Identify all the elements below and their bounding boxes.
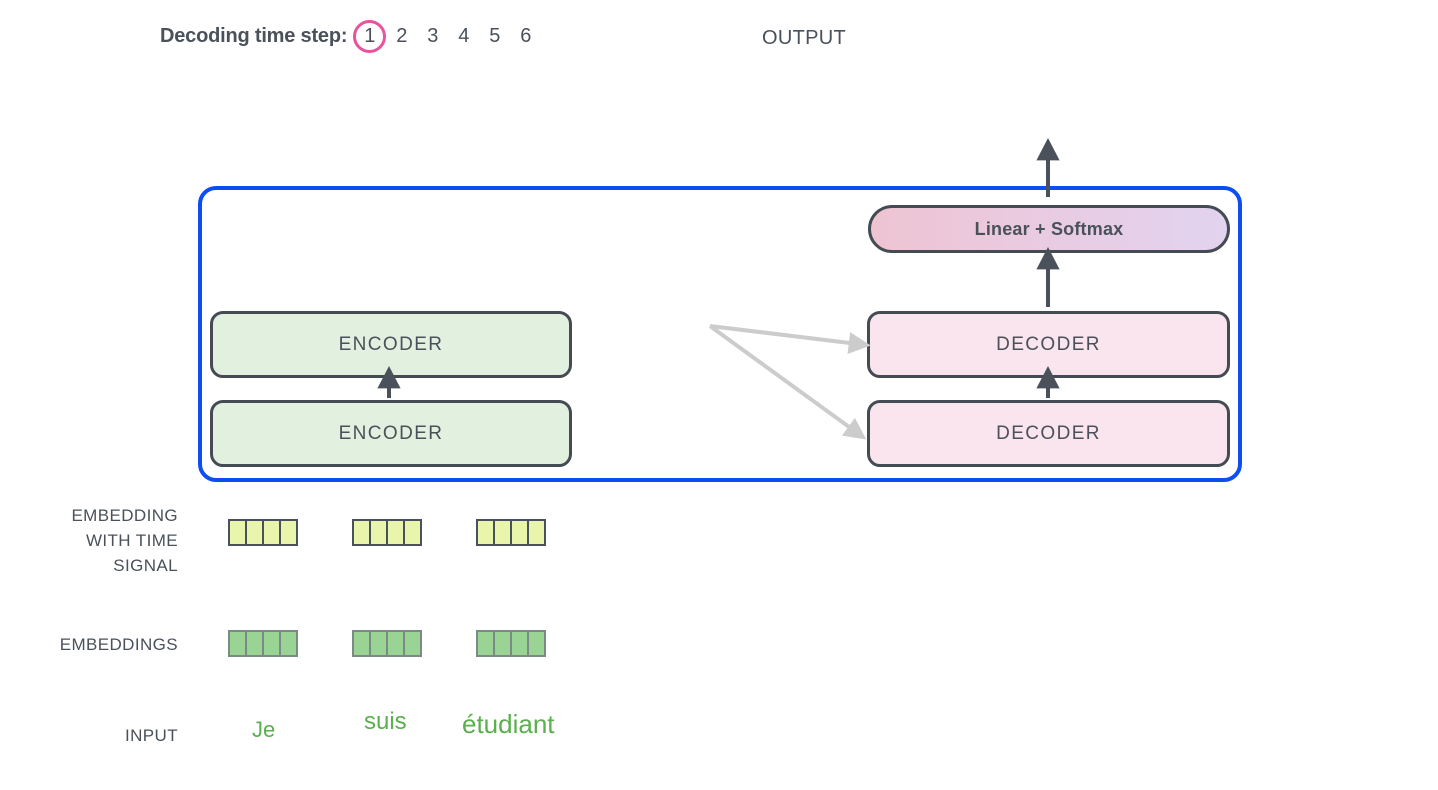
time-signal-vector-2 [352, 519, 422, 546]
row-label-line-3: SIGNAL [113, 556, 178, 575]
decoding-step-1[interactable]: 1 [353, 20, 387, 53]
embedding-vector-3 [476, 630, 546, 657]
row-label-embeddings: EMBEDDINGS [59, 635, 178, 654]
embedding-vector-2 [352, 630, 422, 657]
input-token-1: Je [252, 717, 276, 742]
time-signal-vector-1 [228, 519, 298, 546]
vector-cell [403, 630, 422, 657]
row-label-embedding-with-time-signal: EMBEDDING WITH TIME SIGNAL [0, 503, 178, 578]
vector-cell [403, 519, 422, 546]
encoder-box-top: ENCODER [210, 311, 572, 378]
decoding-step-5[interactable]: 5 [489, 25, 501, 47]
output-label: OUTPUT [762, 27, 847, 49]
decoding-step-3[interactable]: 3 [427, 25, 439, 47]
input-token-3: étudiant [462, 709, 555, 739]
decoder-box-bottom: DECODER [867, 400, 1230, 467]
encoder-box-bottom: ENCODER [210, 400, 572, 467]
row-label-line-1: EMBEDDING [71, 506, 178, 525]
row-label-input: INPUT [125, 726, 178, 745]
transformer-container [198, 186, 1242, 482]
vector-cell [279, 630, 298, 657]
decoding-time-step-label: Decoding time step: [160, 25, 348, 47]
input-token-2: suis [364, 708, 407, 735]
vector-cell [527, 630, 546, 657]
decoding-step-list: 1 2 3 4 5 6 [353, 20, 541, 53]
vector-cell [279, 519, 298, 546]
time-signal-vector-3 [476, 519, 546, 546]
decoding-step-2[interactable]: 2 [396, 25, 408, 47]
decoding-step-6[interactable]: 6 [520, 25, 532, 47]
decoding-step-4[interactable]: 4 [458, 25, 470, 47]
row-label-line-2: WITH TIME [85, 531, 178, 550]
decoder-box-top: DECODER [867, 311, 1230, 378]
embedding-vector-1 [228, 630, 298, 657]
vector-cell [527, 519, 546, 546]
decoding-time-step-header: Decoding time step: 1 2 3 4 5 6 [160, 20, 541, 53]
linear-softmax-box: Linear + Softmax [868, 205, 1230, 253]
